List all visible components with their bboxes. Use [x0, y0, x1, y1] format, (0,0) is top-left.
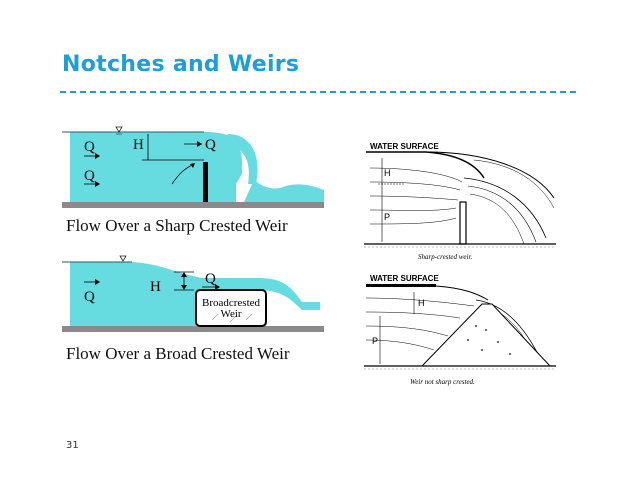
- broad-crested-diagram: H Q Q Broadcrested Weir: [62, 250, 324, 338]
- right-top-surface-label: WATER SURFACE: [370, 142, 439, 151]
- broad-crested-caption: Flow Over a Broad Crested Weir: [66, 344, 290, 363]
- page-number: 31: [66, 440, 79, 451]
- sharp-q-left-top: Q: [84, 139, 95, 155]
- right-bottom-p-label: P: [372, 336, 378, 346]
- title-divider: [60, 91, 576, 93]
- right-bottom-caption: Weir not sharp crested.: [410, 378, 475, 386]
- right-bottom-surface-label: WATER SURFACE: [370, 274, 439, 283]
- right-top-caption: Sharp-crested weir.: [418, 253, 472, 261]
- right-top-p-label: P: [384, 212, 390, 222]
- broad-weir-label-2: Weir: [220, 308, 241, 320]
- broad-q-label: Q: [205, 271, 216, 287]
- sharp-crested-caption: Flow Over a Sharp Crested Weir: [66, 216, 288, 235]
- slide-title: Notches and Weirs: [62, 52, 300, 77]
- sharp-crested-sketch: WATER SURFACE H P Sharp-crested weir.: [364, 138, 556, 264]
- broad-q-left-label: Q: [84, 289, 95, 305]
- sharp-h-label: H: [133, 137, 144, 153]
- right-top-h-label: H: [384, 168, 391, 178]
- sharp-crested-diagram: H Q Q Q: [62, 124, 324, 214]
- right-bottom-h-label: H: [418, 298, 425, 308]
- broad-weir-sketch: WATER SURFACE H P Weir not sharp crested…: [364, 270, 556, 392]
- broad-h-label: H: [150, 279, 161, 295]
- broad-weir-label-1: Broadcrested: [202, 297, 261, 309]
- sharp-q-left-bottom: Q: [84, 168, 95, 184]
- sharp-q-label: Q: [205, 137, 216, 153]
